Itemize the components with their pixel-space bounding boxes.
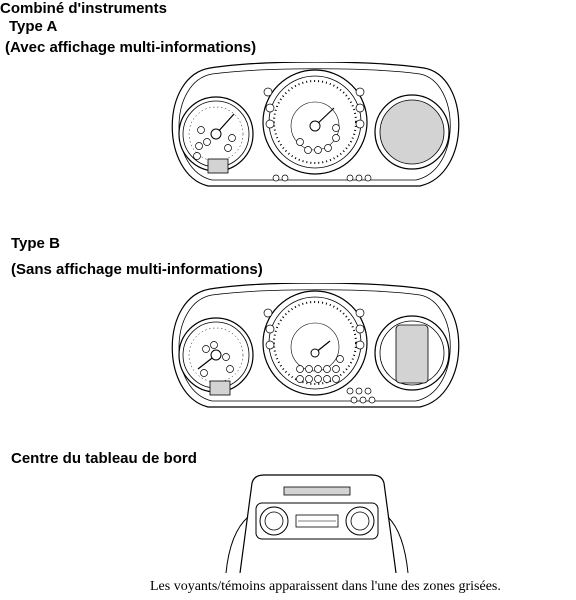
- grey-zone: [379, 99, 445, 165]
- type-a-cluster-illustration: [171, 62, 460, 187]
- type-a-subtitle: (Avec affichage multi-informations): [5, 39, 257, 56]
- warning-light-dots: [263, 87, 372, 182]
- grey-zone: [209, 380, 231, 396]
- type-a-title: Type A: [9, 18, 58, 35]
- dashboard-center-title: Centre du tableau de bord: [11, 450, 197, 467]
- type-b-subtitle: (Sans affichage multi-informations): [11, 261, 263, 278]
- dashboard-center-illustration: [225, 474, 409, 573]
- grey-zone: [207, 158, 229, 174]
- speedometer-gauge: [262, 69, 368, 175]
- section-title: Combiné d'instruments: [0, 0, 167, 17]
- tachometer-gauge: [178, 317, 254, 396]
- speedometer-gauge: [262, 290, 368, 396]
- fuel-gauge: [374, 315, 450, 391]
- multi-information-display: [374, 94, 450, 170]
- type-b-cluster-illustration: [171, 283, 460, 408]
- tachometer-gauge: [178, 96, 254, 174]
- caption-note: Les voyants/témoins apparaissent dans l'…: [150, 579, 501, 594]
- grey-zone: [395, 324, 429, 384]
- grey-zone: [283, 486, 351, 496]
- type-b-title: Type B: [11, 235, 60, 252]
- warning-light-dots: [263, 308, 376, 404]
